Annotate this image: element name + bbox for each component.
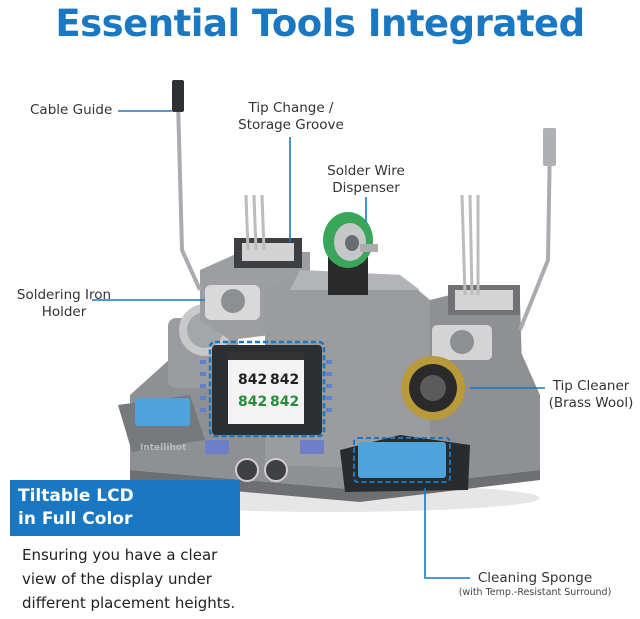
brand-text: Intellihot (140, 443, 187, 453)
badge-line2: in Full Color (18, 509, 133, 529)
lcd-description: Ensuring you have a clear view of the di… (22, 543, 262, 615)
callout-solder-wire-line2: Dispenser (332, 180, 400, 196)
callout-tip-cleaner-line1: Tip Cleaner (552, 378, 630, 394)
cable-guide-handle (172, 80, 184, 112)
cleaning-sponge (358, 442, 446, 478)
callout-tip-change-line2: Storage Groove (238, 117, 344, 133)
callout-solder-wire-line1: Solder Wire (327, 163, 405, 179)
callout-tip-cleaner-line2: (Brass Wool) (548, 395, 634, 411)
description-line2: view of the display under (22, 570, 212, 588)
badge-line1: Tiltable LCD (18, 486, 134, 506)
callout-iron-holder: Soldering Iron Holder (8, 287, 120, 321)
lcd-screen (228, 352, 304, 424)
description-line1: Ensuring you have a clear (22, 546, 218, 564)
callout-tip-change: Tip Change / Storage Groove (232, 100, 350, 134)
callout-iron-holder-line1: Soldering Iron (16, 287, 112, 303)
callout-cable-guide: Cable Guide (30, 102, 113, 118)
lcd-reading-4: 842 (270, 394, 299, 410)
lcd-reading-2: 842 (270, 372, 299, 388)
callout-tip-change-line1: Tip Change / (248, 100, 334, 116)
page-title: Essential Tools Integrated (55, 2, 585, 45)
callout-solder-wire: Solder Wire Dispenser (320, 163, 412, 197)
lcd-reading-1: 842 (238, 372, 267, 388)
lcd-reading-3: 842 (238, 394, 267, 410)
callout-cleaning-sponge-note: (with Temp.-Resistant Surround) (458, 587, 612, 598)
callout-cleaning-sponge: Cleaning Sponge (477, 570, 593, 586)
callout-iron-holder-line2: Holder (41, 304, 87, 320)
description-line3: different placement heights. (22, 594, 236, 612)
left-sponge (135, 398, 190, 426)
callout-tip-cleaner: Tip Cleaner (Brass Wool) (545, 378, 637, 412)
tiltable-lcd-badge: Tiltable LCD in Full Color (10, 480, 240, 536)
